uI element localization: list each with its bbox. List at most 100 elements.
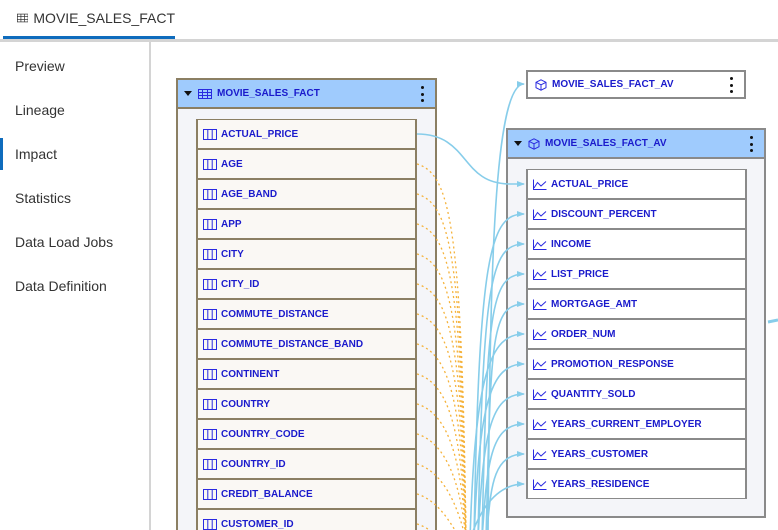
measure-name: INCOME bbox=[551, 238, 591, 250]
column-name: APP bbox=[221, 218, 242, 230]
tab-bar: MOVIE_SALES_FACT bbox=[0, 0, 778, 42]
av-measure-row[interactable]: PROMOTION_RESPONSE bbox=[526, 349, 747, 379]
column-name: CITY bbox=[221, 248, 244, 260]
source-column-row[interactable]: ACTUAL_PRICE bbox=[196, 119, 417, 149]
column-icon bbox=[203, 218, 217, 230]
sidebar-item-data-definition[interactable]: Data Definition bbox=[15, 278, 107, 294]
measure-chart-icon bbox=[533, 449, 547, 460]
av-measure-row[interactable]: ACTUAL_PRICE bbox=[526, 169, 747, 199]
source-node-header[interactable]: MOVIE_SALES_FACT bbox=[178, 80, 435, 109]
measure-chart-icon bbox=[533, 479, 547, 490]
column-name: ACTUAL_PRICE bbox=[221, 128, 299, 140]
av-node-header[interactable]: MOVIE_SALES_FACT_AV bbox=[508, 130, 764, 159]
source-column-row[interactable]: CUSTOMER_ID bbox=[196, 509, 417, 530]
column-icon bbox=[203, 128, 217, 140]
column-name: COUNTRY_ID bbox=[221, 458, 286, 470]
column-icon bbox=[203, 158, 217, 170]
measure-chart-icon bbox=[533, 359, 547, 370]
source-column-row[interactable]: COUNTRY_ID bbox=[196, 449, 417, 479]
column-name: CREDIT_BALANCE bbox=[221, 488, 313, 500]
column-name: AGE bbox=[221, 158, 243, 170]
collapse-caret-icon[interactable] bbox=[514, 141, 522, 146]
source-node-title: MOVIE_SALES_FACT bbox=[217, 88, 320, 99]
source-column-row[interactable]: APP bbox=[196, 209, 417, 239]
table-icon bbox=[198, 88, 212, 99]
av-measure-row[interactable]: YEARS_RESIDENCE bbox=[526, 469, 747, 499]
sidebar-item-lineage[interactable]: Lineage bbox=[15, 102, 65, 118]
measure-name: ORDER_NUM bbox=[551, 328, 616, 340]
measure-chart-icon bbox=[533, 299, 547, 310]
measure-name: YEARS_CURRENT_EMPLOYER bbox=[551, 418, 702, 430]
sidebar: Preview Lineage Impact Statistics Data L… bbox=[0, 42, 151, 530]
measure-chart-icon bbox=[533, 269, 547, 280]
av-measure-row[interactable]: ORDER_NUM bbox=[526, 319, 747, 349]
sidebar-item-preview[interactable]: Preview bbox=[15, 58, 65, 74]
source-column-row[interactable]: CONTINENT bbox=[196, 359, 417, 389]
column-name: CONTINENT bbox=[221, 368, 280, 380]
column-name: COMMUTE_DISTANCE_BAND bbox=[221, 338, 364, 350]
column-icon bbox=[203, 488, 217, 500]
column-icon bbox=[203, 278, 217, 290]
measure-chart-icon bbox=[533, 239, 547, 250]
source-column-row[interactable]: COMMUTE_DISTANCE_BAND bbox=[196, 329, 417, 359]
column-icon bbox=[203, 338, 217, 350]
column-icon bbox=[203, 188, 217, 200]
sidebar-item-impact[interactable]: Impact bbox=[0, 132, 149, 176]
measure-chart-icon bbox=[533, 419, 547, 430]
more-options-icon[interactable] bbox=[750, 136, 754, 152]
av-measure-row[interactable]: LIST_PRICE bbox=[526, 259, 747, 289]
column-name: COMMUTE_DISTANCE bbox=[221, 308, 329, 320]
source-column-row[interactable]: CREDIT_BALANCE bbox=[196, 479, 417, 509]
av-measure-row[interactable]: DISCOUNT_PERCENT bbox=[526, 199, 747, 229]
measure-name: YEARS_RESIDENCE bbox=[551, 478, 650, 490]
measure-name: QUANTITY_SOLD bbox=[551, 388, 636, 400]
column-icon bbox=[203, 428, 217, 440]
cube-icon bbox=[535, 78, 547, 91]
measure-name: DISCOUNT_PERCENT bbox=[551, 208, 657, 220]
av-measure-row[interactable]: YEARS_CURRENT_EMPLOYER bbox=[526, 409, 747, 439]
av-measure-row[interactable]: INCOME bbox=[526, 229, 747, 259]
column-icon bbox=[203, 248, 217, 260]
measure-chart-icon bbox=[533, 209, 547, 220]
measure-name: LIST_PRICE bbox=[551, 268, 609, 280]
column-name: AGE_BAND bbox=[221, 188, 278, 200]
sidebar-item-data-load-jobs[interactable]: Data Load Jobs bbox=[15, 234, 114, 250]
sidebar-item-statistics[interactable]: Statistics bbox=[15, 190, 72, 206]
av-measure-row[interactable]: YEARS_CUSTOMER bbox=[526, 439, 747, 469]
source-column-row[interactable]: COUNTRY_CODE bbox=[196, 419, 417, 449]
measure-chart-icon bbox=[533, 329, 547, 340]
source-column-row[interactable]: CITY bbox=[196, 239, 417, 269]
av-measure-row[interactable]: MORTGAGE_AMT bbox=[526, 289, 747, 319]
collapse-caret-icon[interactable] bbox=[184, 91, 192, 96]
source-column-row[interactable]: CITY_ID bbox=[196, 269, 417, 299]
measure-chart-icon bbox=[533, 389, 547, 400]
column-name: CUSTOMER_ID bbox=[221, 518, 294, 530]
table-icon bbox=[17, 13, 29, 23]
av-measure-row[interactable]: QUANTITY_SOLD bbox=[526, 379, 747, 409]
more-options-icon[interactable] bbox=[421, 86, 425, 102]
more-options-icon[interactable] bbox=[730, 77, 734, 93]
column-name: CITY_ID bbox=[221, 278, 260, 290]
column-name: COUNTRY bbox=[221, 398, 271, 410]
source-column-row[interactable]: AGE_BAND bbox=[196, 179, 417, 209]
av-collapsed-title: MOVIE_SALES_FACT_AV bbox=[552, 79, 674, 90]
source-column-row[interactable]: AGE bbox=[196, 149, 417, 179]
source-column-row[interactable]: COMMUTE_DISTANCE bbox=[196, 299, 417, 329]
column-icon bbox=[203, 368, 217, 380]
column-icon bbox=[203, 458, 217, 470]
av-collapsed-node[interactable]: MOVIE_SALES_FACT_AV bbox=[526, 70, 746, 99]
measure-name: ACTUAL_PRICE bbox=[551, 178, 629, 190]
tab-movie-sales-fact[interactable]: MOVIE_SALES_FACT bbox=[3, 0, 175, 39]
tab-label: MOVIE_SALES_FACT bbox=[33, 10, 175, 26]
source-column-row[interactable]: COUNTRY bbox=[196, 389, 417, 419]
av-node-title: MOVIE_SALES_FACT_AV bbox=[545, 138, 667, 149]
column-icon bbox=[203, 308, 217, 320]
measure-name: MORTGAGE_AMT bbox=[551, 298, 638, 310]
measure-name: YEARS_CUSTOMER bbox=[551, 448, 649, 460]
column-icon bbox=[203, 398, 217, 410]
cube-icon bbox=[528, 137, 540, 150]
column-name: COUNTRY_CODE bbox=[221, 428, 305, 440]
measure-chart-icon bbox=[533, 179, 547, 190]
column-icon bbox=[203, 518, 217, 530]
